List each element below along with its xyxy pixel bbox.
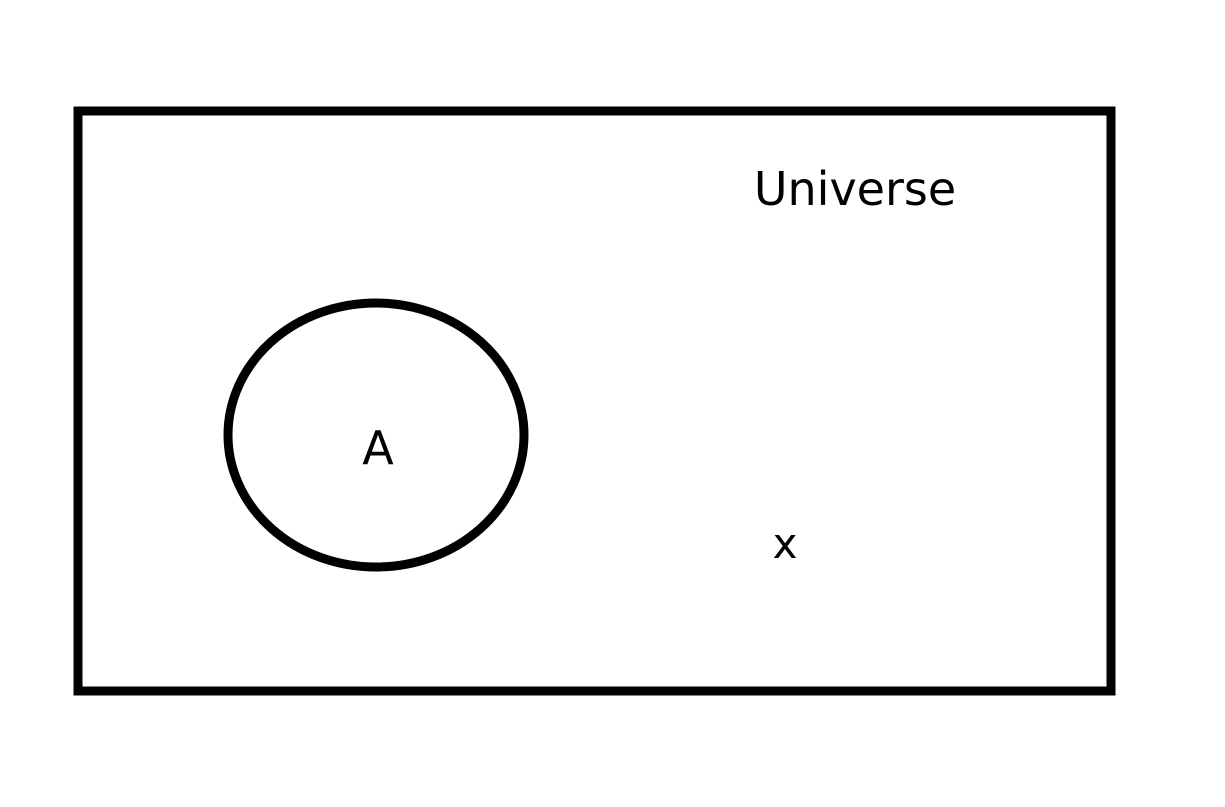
universe-rectangle <box>73 106 1116 696</box>
set-a-label: A <box>362 421 394 475</box>
element-x-label: x <box>773 519 798 568</box>
set-a-circle <box>223 298 529 572</box>
universe-label: Universe <box>754 162 956 216</box>
